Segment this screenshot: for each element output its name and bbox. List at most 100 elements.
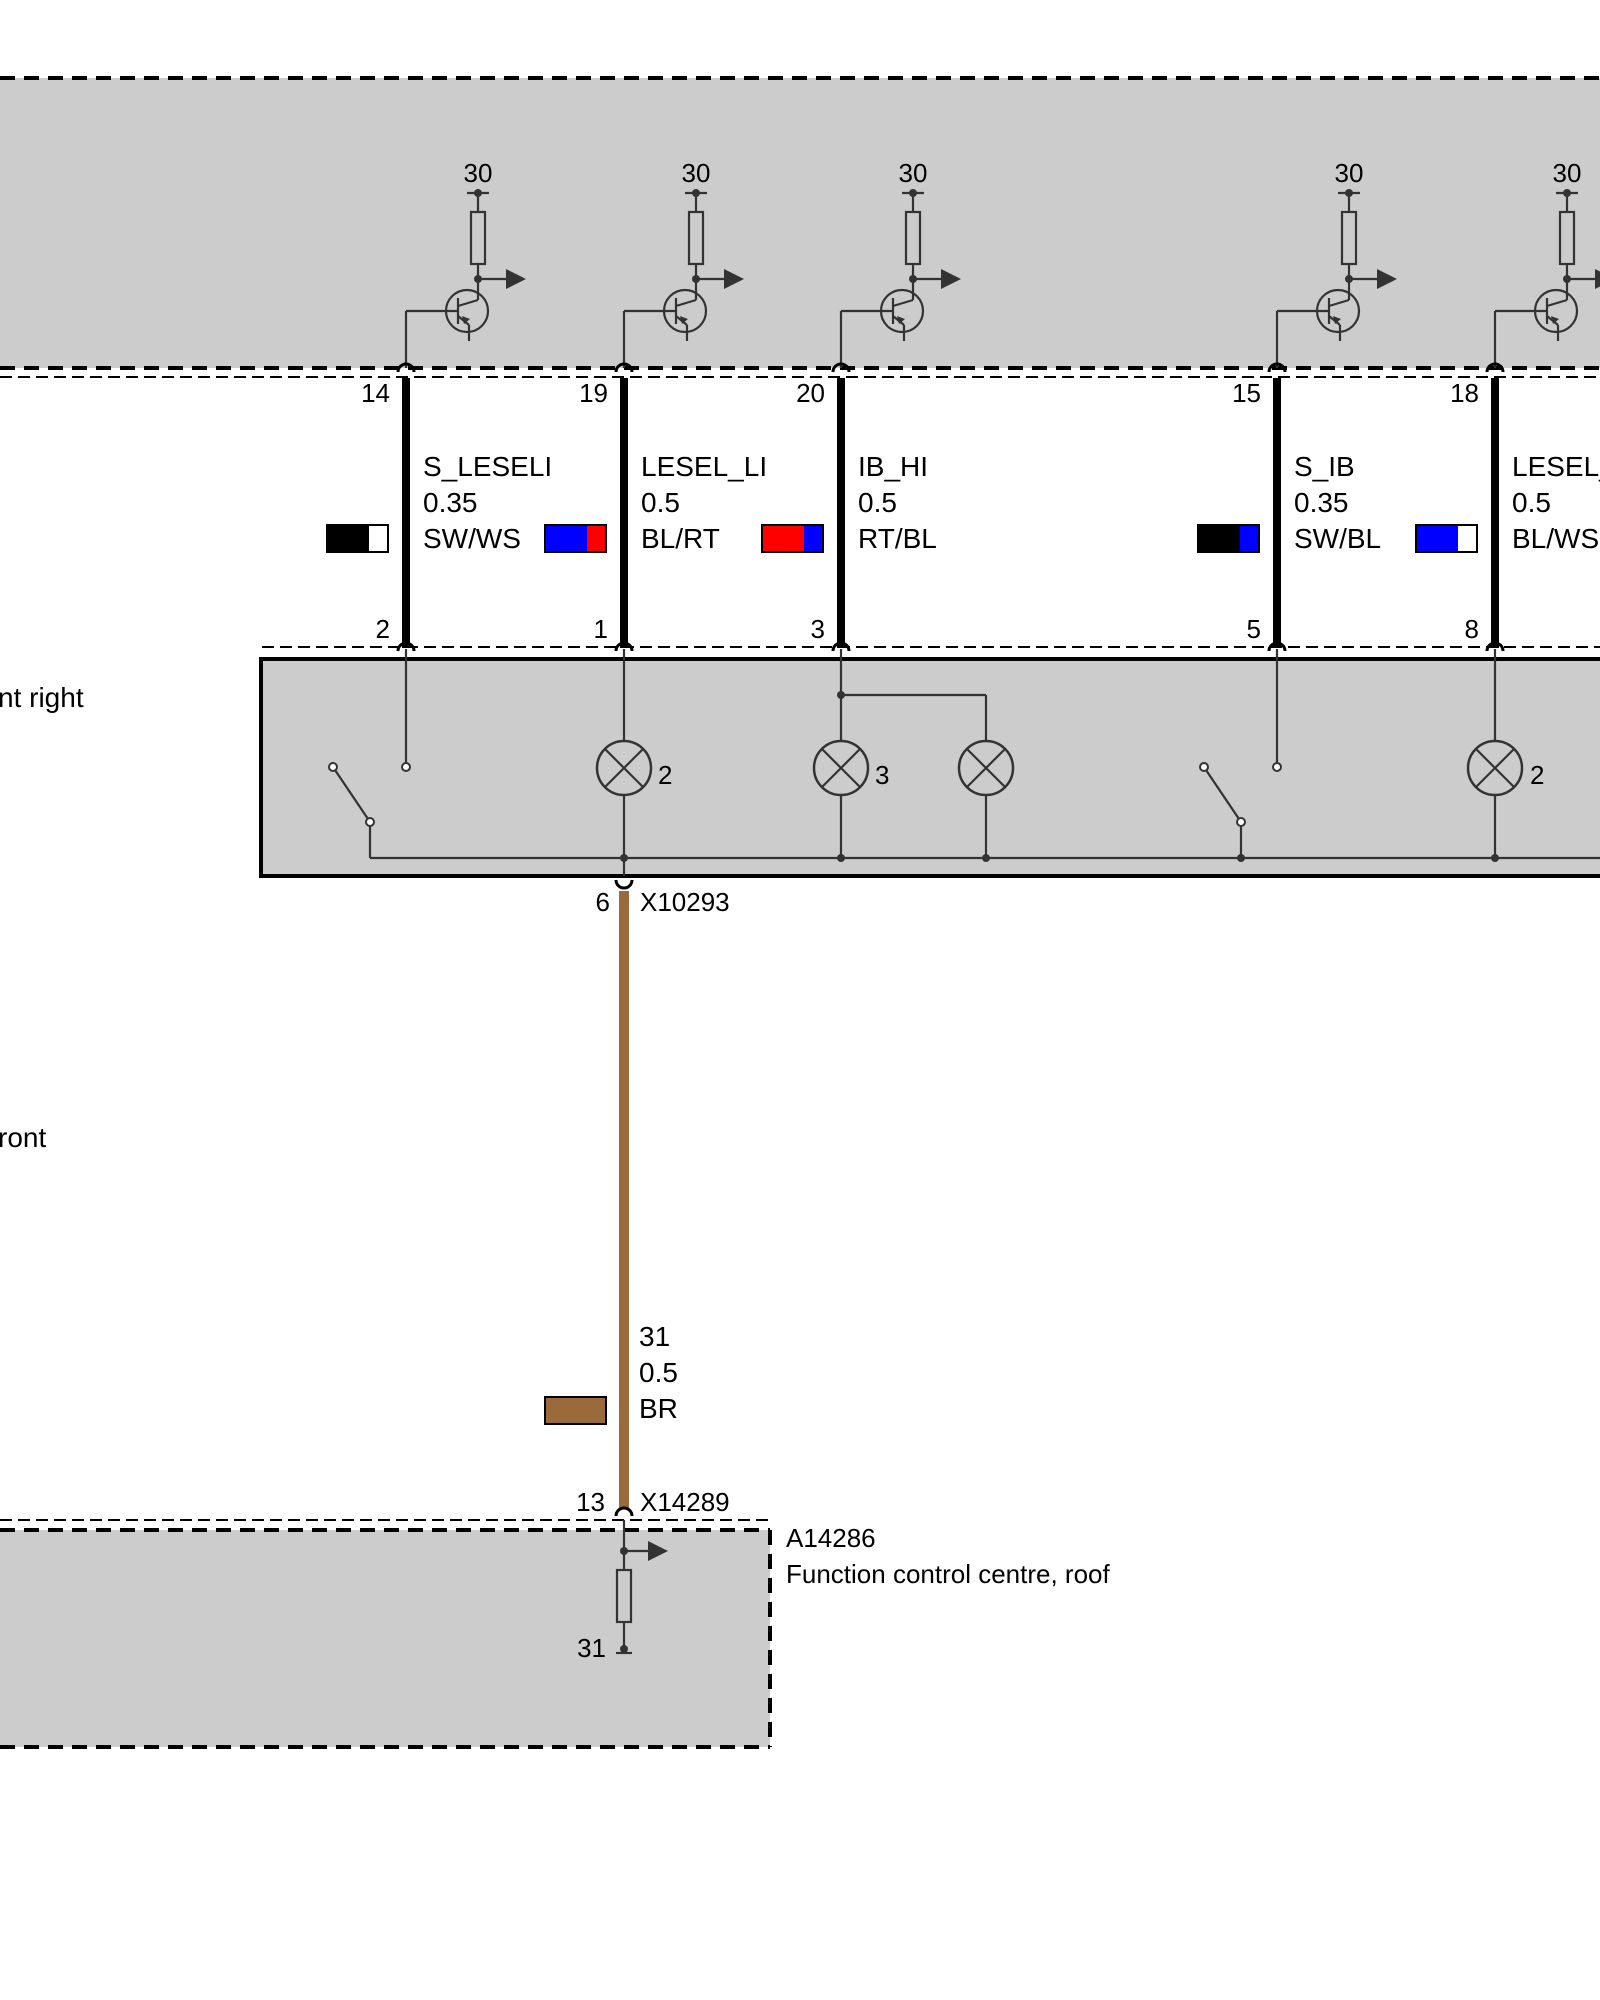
wire-harness: 142S_LESELI0.35SW/WS191LESEL_LI0.5BL/RT2… (326, 362, 1600, 652)
swatch-border (544, 524, 607, 553)
output-channels: 30 30 30 30 30 (404, 158, 1600, 368)
top-pin-socket (396, 362, 416, 373)
swatch-stripe (1458, 525, 1477, 552)
arrow-head (1595, 269, 1600, 289)
wire-cross-section: 0.5 (1512, 487, 1551, 518)
wire-cross-section: 0.35 (1294, 487, 1349, 518)
supply-label: 30 (1553, 158, 1582, 188)
supply-label: 30 (464, 158, 493, 188)
swatch-primary (762, 525, 804, 552)
arrow-head (941, 269, 961, 289)
signal-arrow-icon (478, 269, 526, 289)
swatch-border (1197, 524, 1260, 553)
roof-module-fill (0, 1530, 770, 1747)
side-label: ront (0, 1122, 46, 1153)
top-pin-number: 20 (796, 378, 825, 408)
wire-color-swatch (326, 524, 389, 553)
wire-color-swatch (544, 524, 607, 553)
top-pin-number: 15 (1232, 378, 1261, 408)
switch-icon (328, 762, 411, 858)
output-channel: 30 (622, 158, 744, 368)
wire-cross-section: 0.5 (858, 487, 897, 518)
wire-color-code: SW/BL (1294, 523, 1381, 554)
output-channel: 30 (1493, 158, 1600, 368)
roof-module: 13 X14289 A14286 Function control centre… (0, 1487, 1110, 1749)
junction-dot (837, 854, 845, 862)
wire-color-code: BL/RT (641, 523, 720, 554)
signal-arrow-icon (1349, 269, 1397, 289)
switch-icon (1199, 762, 1282, 858)
wire-signal-name: LESEL_LI (641, 451, 767, 482)
top-pin-socket (614, 362, 634, 373)
swatch-border (1415, 524, 1478, 553)
top-pin-number: 14 (361, 378, 390, 408)
ground-pin-socket (614, 879, 634, 890)
output-channel: 30 (1275, 158, 1397, 368)
ground-wire-cross-section: 0.5 (639, 1357, 678, 1388)
swatch-primary (1198, 525, 1240, 552)
top-pin-number: 18 (1450, 378, 1479, 408)
light-module-circuit: 2 3 (328, 649, 1600, 876)
ground-wire: 6 X10293 31 0.5 BR (544, 879, 730, 1508)
swatch-border (761, 524, 824, 553)
arrow-head (506, 269, 526, 289)
transistor-collector (457, 298, 479, 308)
wire-color-swatch (1197, 524, 1260, 553)
emitter-arrow (1333, 316, 1341, 324)
swatch-primary (327, 525, 369, 552)
supply-label: 30 (1335, 158, 1364, 188)
wire-color-code: RT/BL (858, 523, 937, 554)
interior-light-module: nt right 2 (0, 646, 1600, 878)
swatch-border (326, 524, 389, 553)
swatch-primary (1416, 525, 1458, 552)
emitter-arrow (462, 316, 470, 324)
transistor-collector (892, 298, 914, 308)
wire-cross-section: 0.5 (641, 487, 680, 518)
top-module-fill (0, 78, 1600, 368)
signal-arrow-icon (913, 269, 961, 289)
wire-color-swatch (1415, 524, 1478, 553)
top-control-module: 30 30 30 30 30 (0, 76, 1600, 378)
top-pin-socket (1485, 362, 1505, 373)
output-channel: 30 (839, 158, 961, 368)
ground-connector-id: X10293 (640, 887, 730, 917)
supply-label: 30 (899, 158, 928, 188)
bottom-pin-number: 3 (811, 614, 825, 644)
output-channel: 30 (404, 158, 526, 368)
emitter-arrow (680, 316, 688, 324)
arrow-head (1377, 269, 1397, 289)
transistor-collector (1546, 298, 1568, 308)
roof-module-id: A14286 (786, 1523, 876, 1553)
emitter-arrow (897, 316, 905, 324)
wire-signal-name: LESEL_ (1512, 451, 1600, 482)
supply-label: 30 (682, 158, 711, 188)
top-pin-socket (831, 362, 851, 373)
emitter-arrow (1551, 316, 1559, 324)
lamp-4-count: 2 (1530, 760, 1544, 790)
wire-cross-section: 0.35 (423, 487, 478, 518)
bottom-pin-number: 5 (1247, 614, 1261, 644)
light-module-label: nt right (0, 682, 84, 713)
swatch-primary (545, 525, 587, 552)
roof-connector-id: X14289 (640, 1487, 730, 1517)
swatch-stripe (1240, 525, 1259, 552)
wire-signal-name: S_LESELI (423, 451, 552, 482)
swatch-stripe (587, 525, 606, 552)
wire-color-swatch (544, 1396, 607, 1425)
roof-pin-socket (614, 1506, 634, 1517)
lamp-1-count: 2 (658, 760, 672, 790)
ground-pin-number: 6 (596, 887, 610, 917)
lamp-2-count: 3 (875, 760, 889, 790)
junction-dot (620, 1645, 628, 1653)
junction-dot (1491, 854, 1499, 862)
swatch-stripe (369, 525, 388, 552)
wire-signal-name: S_IB (1294, 451, 1355, 482)
junction-dot (982, 854, 990, 862)
bottom-pin-number: 1 (594, 614, 608, 644)
junction-dot (837, 691, 845, 699)
ground-wire-signal: 31 (639, 1321, 670, 1352)
